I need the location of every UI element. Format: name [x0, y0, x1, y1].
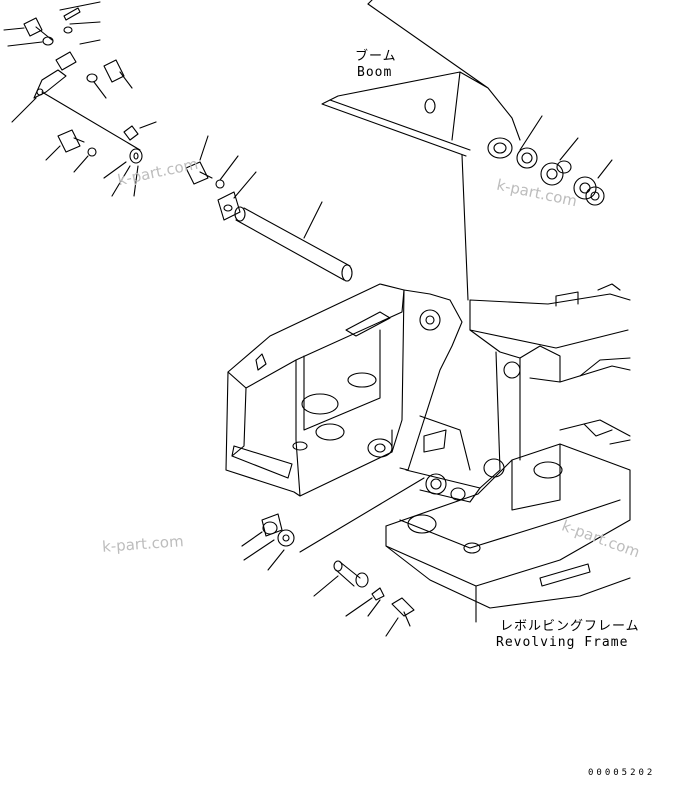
- figure-number: 00005202: [588, 768, 656, 778]
- boom-foot-bushings: [516, 115, 613, 206]
- pin-stopper-group: [45, 121, 257, 221]
- boom-label-jp: ブーム: [355, 49, 397, 64]
- revolving-frame-label-en: Revolving Frame: [496, 635, 629, 650]
- revolving-frame: [225, 283, 631, 609]
- bolt-washer-lock-group: [3, 1, 141, 151]
- revolving-frame-label-jp: レボルビングフレーム: [500, 619, 640, 634]
- boom-label-en: Boom: [357, 65, 393, 80]
- boom-foot-pin: [234, 201, 353, 282]
- cylinder-pin-group: [241, 477, 425, 637]
- boom-arm: [321, 0, 521, 301]
